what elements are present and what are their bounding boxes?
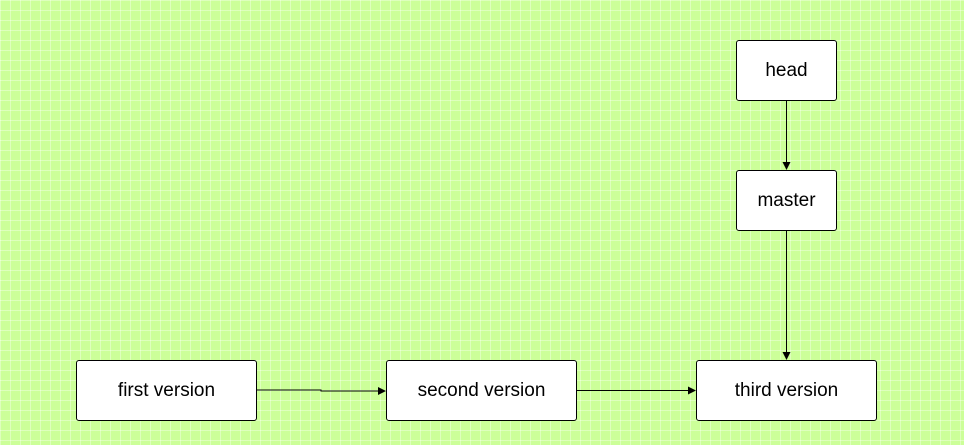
node-third-version-label: third version [734, 379, 839, 401]
node-second-version[interactable]: second version [386, 360, 577, 421]
node-third-version[interactable]: third version [696, 360, 877, 421]
edge-first-to-second-version [257, 387, 386, 395]
node-master[interactable]: master [736, 170, 837, 231]
node-master-label: master [757, 189, 816, 211]
node-head[interactable]: head [736, 40, 837, 101]
node-second-version-label: second version [417, 379, 546, 401]
node-first-version-label: first version [117, 379, 216, 401]
node-head-label: head [765, 59, 808, 81]
node-first-version[interactable]: first version [76, 360, 257, 421]
